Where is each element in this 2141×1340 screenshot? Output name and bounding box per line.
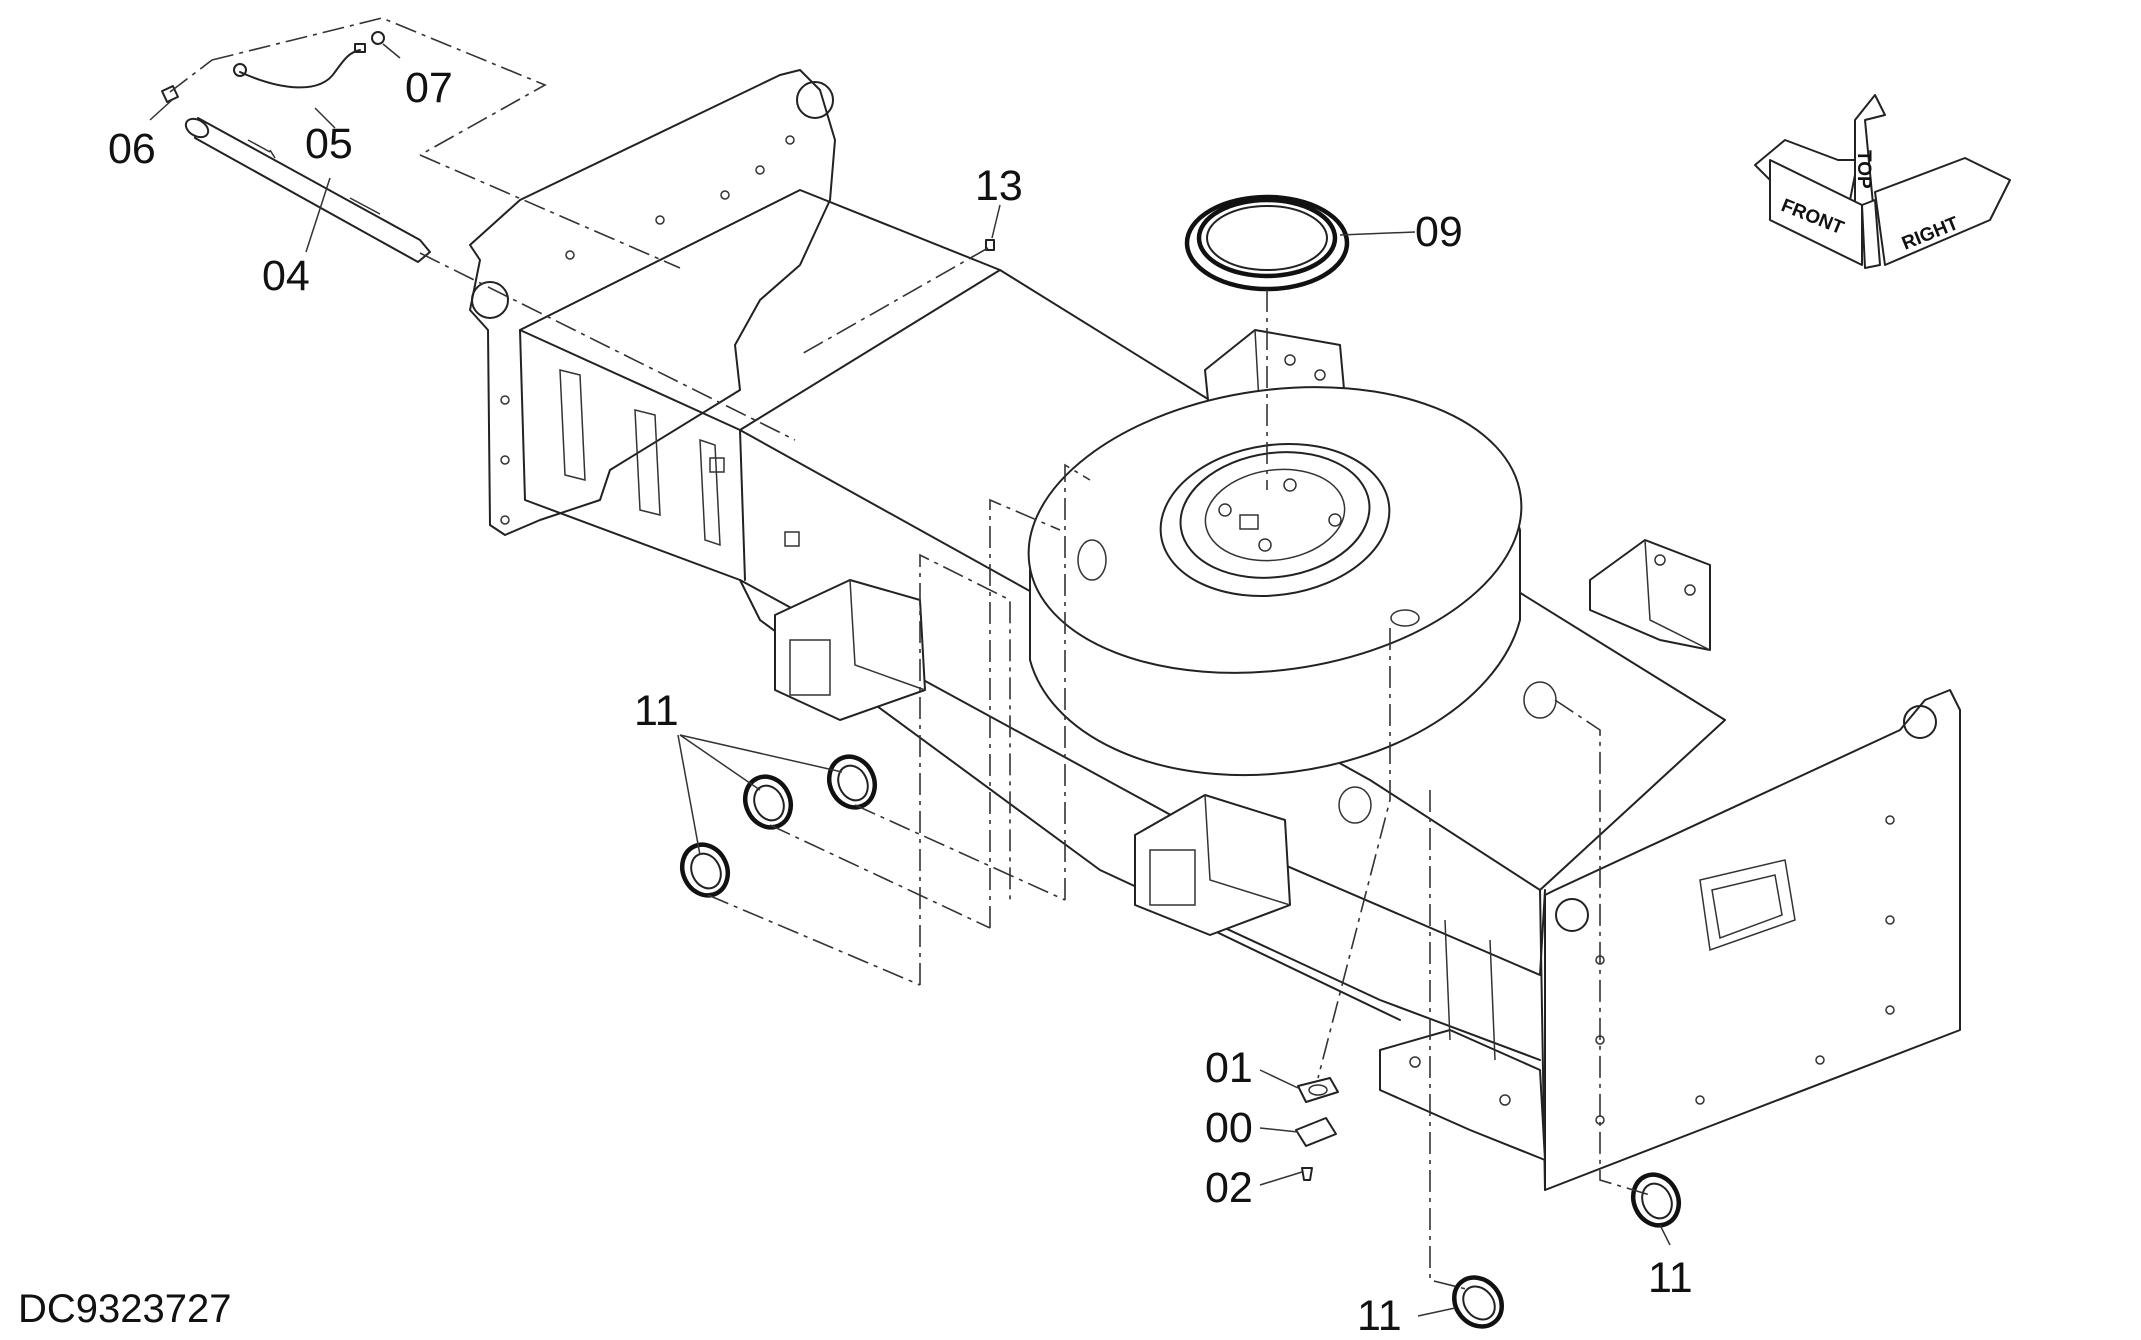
seal-11-right [1630,1172,1682,1228]
orientation-indicator: FRONT TOP RIGHT [1754,94,2011,269]
top-arrow-label: TOP [1853,150,1874,189]
pin-04 [184,117,431,263]
callout-02: 02 [1205,1164,1253,1212]
dashed-leader-lines [169,17,1651,1291]
callout-01: 01 [1205,1044,1253,1092]
drawing-number: DC9323727 [18,1287,232,1331]
callout-04: 04 [262,252,310,300]
callout-00: 00 [1205,1104,1253,1152]
fitting-07 [371,31,385,45]
cover-00 [1295,1117,1337,1147]
callout-07: 07 [405,64,453,112]
callout-05: 05 [305,120,353,168]
callout-06: 06 [108,125,156,173]
callout-13: 13 [975,162,1023,210]
callout-11-group: 11 [634,687,679,735]
track-frame [469,69,1961,1191]
fitting-06 [161,85,179,103]
callout-labels: 04 05 06 07 09 13 11 01 00 02 11 11 [108,64,1693,1340]
turntable [1027,386,1557,824]
seal-11-bottom [1452,1275,1504,1329]
bolt-02 [1301,1167,1313,1181]
leader-lines [149,43,1671,1317]
seal-09 [1184,194,1350,292]
plate-01 [1297,1077,1339,1103]
callout-09: 09 [1415,208,1463,256]
fitting-13 [985,239,995,251]
callout-11-bottom: 11 [1357,1292,1402,1340]
hose-05 [233,43,366,89]
seal-11-group [679,754,878,898]
callout-11-right: 11 [1648,1254,1693,1302]
